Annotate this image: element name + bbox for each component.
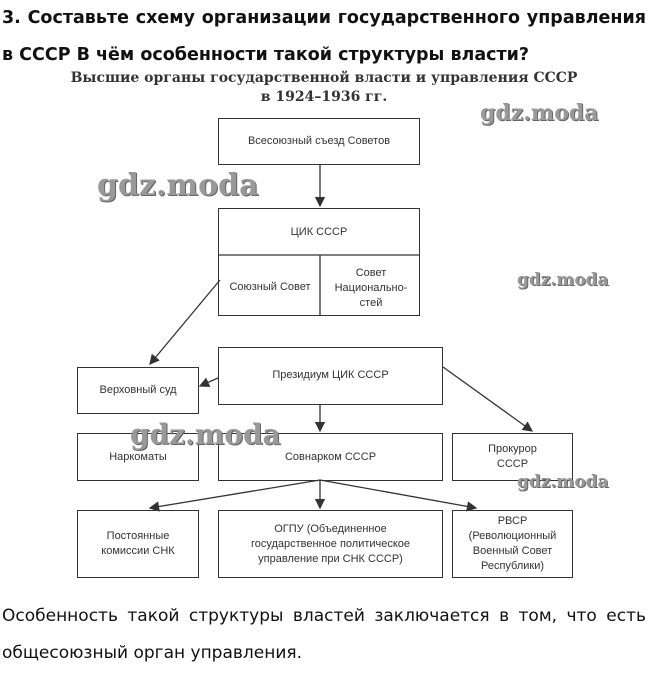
box-congress: Всесоюзный съезд Советов xyxy=(218,118,420,165)
box-presidium: Президиум ЦИК СССР xyxy=(218,347,443,405)
box-prosecutor: Прокурор СССР xyxy=(452,433,573,481)
diagram-title-line1: Высшие органы государственной власти и у… xyxy=(70,70,578,86)
question-text: 3. Составьте схему организации государст… xyxy=(2,8,646,65)
box-cik: ЦИК СССР xyxy=(218,208,420,316)
box-supreme-court: Верховный суд xyxy=(77,367,199,414)
watermark: gdz.moda xyxy=(517,270,609,290)
box-narkomats: Наркоматы xyxy=(77,433,199,481)
answer-text: Особенность такой структуры властей закл… xyxy=(2,606,646,663)
box-rvsr: РВСР (Революционный Военный Совет Респуб… xyxy=(452,510,573,578)
watermark: gdz.moda xyxy=(480,100,599,126)
watermark: gdz.moda xyxy=(130,418,281,451)
box-sovnarkom: Совнарком СССР xyxy=(218,433,443,481)
box-nationalities-council: Совет Национально-стей xyxy=(334,266,408,309)
box-union-council: Союзный Совет xyxy=(229,280,311,293)
watermark: gdz.moda xyxy=(97,168,259,203)
diagram-title-line2: в 1924–1936 гг. xyxy=(260,89,388,105)
watermark: gdz.moda xyxy=(517,472,609,492)
box-ogpu: ОГПУ (Объединенное государственное полит… xyxy=(218,510,443,578)
box-commissions: Постоянные комиссии СНК xyxy=(77,510,199,578)
